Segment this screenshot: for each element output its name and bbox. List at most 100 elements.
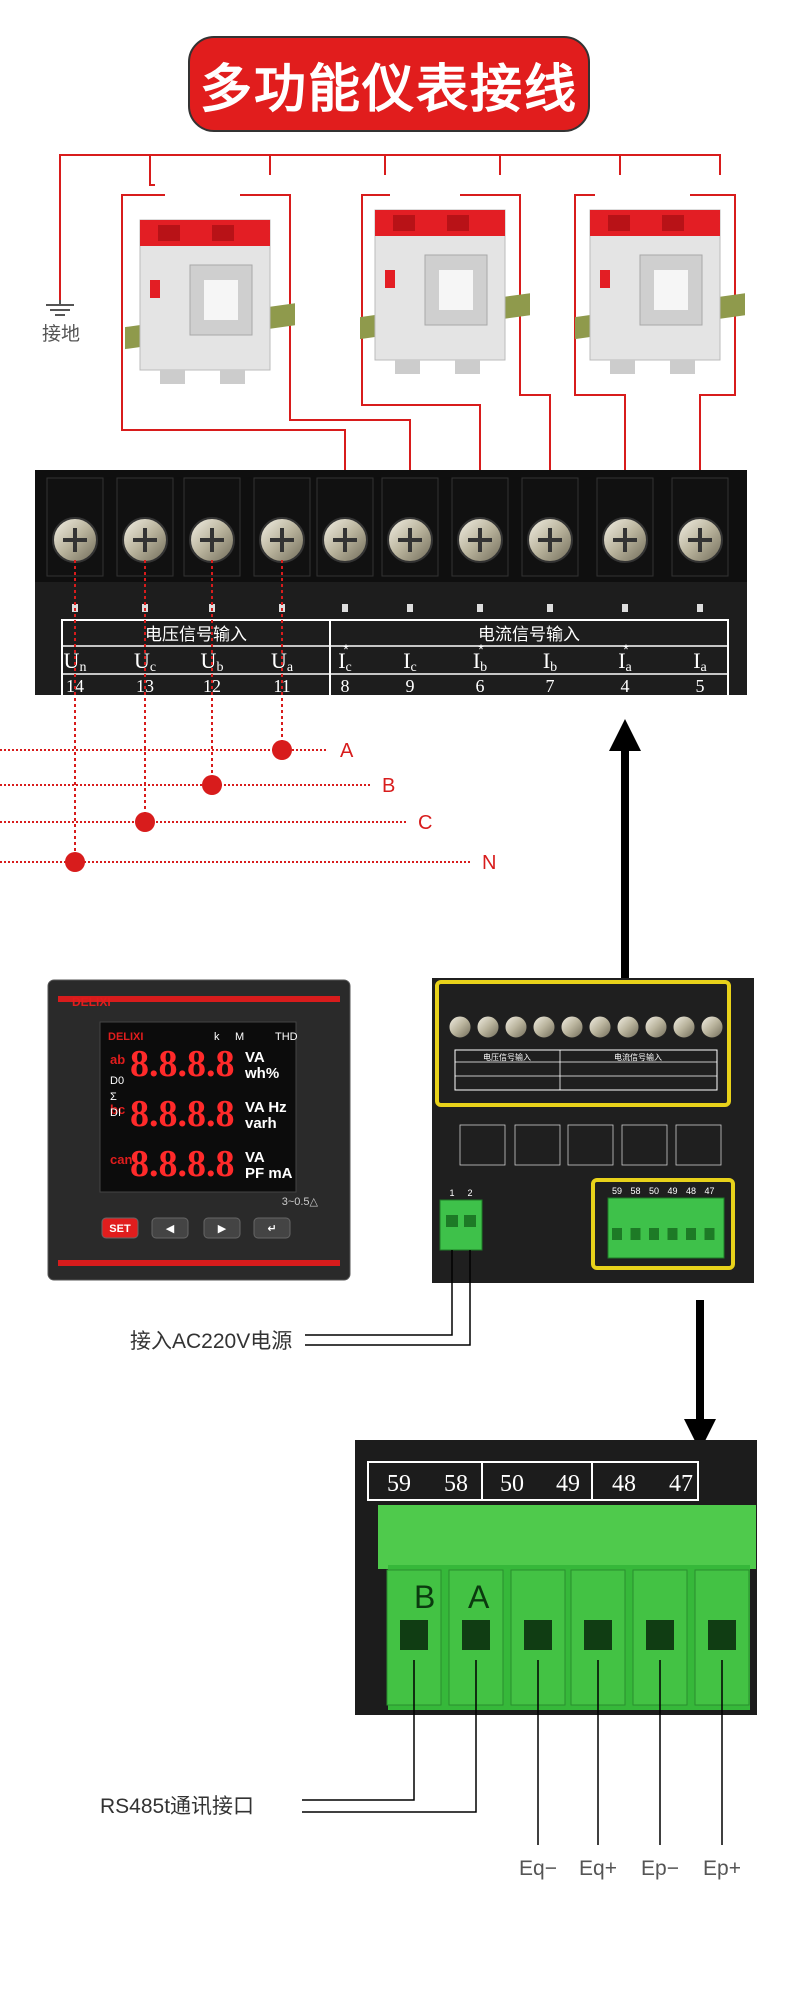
mini-screw (700, 1015, 724, 1039)
terminal-screw-2 (116, 477, 174, 612)
ground-wiring (59, 154, 736, 505)
mini-screw (532, 1015, 556, 1039)
power-terminal-1: 1 (449, 1188, 454, 1198)
terminal-number-9: 4 (621, 676, 630, 696)
row-value: 8.8.8.8 (130, 1143, 235, 1185)
row-prefix: can (110, 1152, 132, 1167)
terminal-label-4: Ua (271, 648, 294, 675)
mini-screw (616, 1015, 640, 1039)
row-unit-1: VA (245, 1049, 265, 1066)
side-label-1: D0 (110, 1075, 124, 1087)
phase-line-a: A (0, 560, 354, 762)
connector-port-3 (510, 1569, 566, 1706)
phase-label-b: B (382, 775, 395, 797)
phase-label-a: A (340, 740, 354, 762)
svg-text:▶: ▶ (218, 1223, 227, 1235)
terminal-label-1: Un (64, 648, 87, 675)
svg-text:SET: SET (109, 1223, 131, 1235)
terminal-label-3: Ub (201, 648, 224, 675)
row-unit-2: wh% (244, 1065, 279, 1082)
phase-line-n: N (0, 560, 496, 874)
mini-comm-number-48: 48 (686, 1186, 696, 1196)
terminal-label-10: Ia (693, 648, 707, 675)
terminal-number-8: 7 (546, 676, 555, 696)
terminal-label-6: Ic (403, 648, 417, 675)
polarity-mark-5: * (343, 641, 349, 657)
screen-brand: DELIXI (108, 1031, 143, 1043)
connector-number-50: 50 (500, 1471, 524, 1497)
svg-text:◀: ◀ (166, 1223, 175, 1235)
ground-icon (46, 300, 74, 316)
terminal-screw-3 (183, 477, 241, 612)
mini-comm-number-59: 59 (612, 1186, 622, 1196)
terminal-screw-8 (521, 477, 579, 612)
row-unit-1: VA (245, 1149, 265, 1166)
phase-line-b: B (0, 560, 395, 797)
meter-brand: DELIXI (72, 995, 111, 1009)
terminal-screw-9 (596, 477, 654, 612)
page-title: 多功能仪表接线 (188, 36, 590, 132)
terminal-block: 电压信号输入 电流信号输入 Un14Uc13Ub12Ua11Ic*8Ic9Ib*… (35, 470, 747, 697)
terminal-label-5: Ic (338, 648, 352, 675)
row-unit-1: VA Hz (245, 1099, 287, 1116)
row-value: 8.8.8.8 (130, 1093, 235, 1135)
connector-port-4 (570, 1569, 626, 1706)
polarity-mark-9: * (623, 641, 629, 657)
mini-screw (504, 1015, 528, 1039)
terminal-label-9: Ia (618, 648, 632, 675)
meter-button-3[interactable]: ▶ (203, 1217, 241, 1239)
unit-top-1: k (214, 1031, 220, 1043)
power-terminal-2: 2 (467, 1188, 472, 1198)
current-transformer-2 (360, 209, 530, 374)
terminal-screw-5 (316, 477, 374, 612)
row-prefix: ab (110, 1052, 125, 1067)
connector-number-58: 58 (444, 1471, 468, 1497)
row-value: 8.8.8.8 (130, 1043, 235, 1085)
svg-text:↵: ↵ (267, 1223, 276, 1235)
current-transformer-3 (575, 209, 745, 374)
ground-label: 接地 (42, 323, 80, 345)
accuracy-label: 3~0.5△ (282, 1196, 319, 1208)
polarity-mark-7: * (478, 641, 484, 657)
phase-lines: A BC N (0, 560, 496, 874)
terminal-number-5: 8 (341, 676, 350, 696)
pulse-label-3: Ep− (641, 1857, 679, 1880)
meter-button-4[interactable]: ↵ (253, 1217, 291, 1239)
phase-label-n: N (482, 852, 496, 874)
terminal-screw-10 (671, 477, 729, 612)
terminal-screw-7 (451, 477, 509, 612)
terminal-label-8: Ib (543, 648, 557, 675)
unit-top-3: THD (275, 1031, 298, 1043)
phase-line-c: C (0, 560, 432, 834)
terminal-number-7: 6 (476, 676, 485, 696)
pulse-label-2: Eq+ (579, 1857, 617, 1880)
mini-screw (448, 1015, 472, 1039)
pulse-label-4: Ep+ (703, 1857, 741, 1880)
connector-number-48: 48 (612, 1471, 636, 1497)
row-prefix: bc (110, 1102, 125, 1117)
mini-screw (560, 1015, 584, 1039)
voltage-input-header: 电压信号输入 (145, 625, 247, 644)
connector-number-47: 47 (669, 1471, 693, 1497)
mini-voltage-header: 电压信号输入 (483, 1052, 531, 1062)
bus-letter-b: B (414, 1579, 435, 1615)
side-label-3: DI (110, 1107, 121, 1119)
current-input-header: 电流信号输入 (478, 625, 580, 644)
mini-comm-number-49: 49 (667, 1186, 677, 1196)
current-transformer-1 (125, 219, 295, 384)
mini-comm-number-50: 50 (649, 1186, 659, 1196)
power-label: 接入AC220V电源 (130, 1330, 292, 1353)
unit-top-2: M (235, 1031, 244, 1043)
meter-button-2[interactable]: ◀ (151, 1217, 189, 1239)
rs485-wires (302, 1660, 723, 1845)
mini-comm-number-58: 58 (630, 1186, 640, 1196)
rs485-label: RS485t通讯接口 (100, 1795, 254, 1818)
mini-screw (588, 1015, 612, 1039)
meter-button-1[interactable]: SET (101, 1217, 139, 1239)
pulse-label-1: Eq− (519, 1857, 557, 1880)
